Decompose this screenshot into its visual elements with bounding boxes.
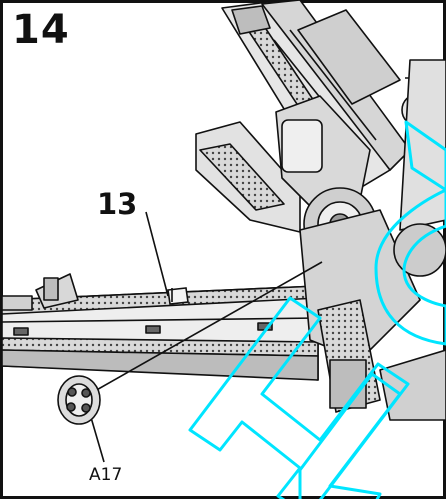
part-a17 (57, 375, 101, 425)
callout-label-13: 13 (97, 187, 138, 221)
callout-label-a17: A17 (89, 465, 123, 485)
part-13 (167, 287, 189, 305)
leader-line-13 (145, 211, 169, 297)
step-number: 14 (12, 7, 70, 53)
cradle-assembly (195, 59, 446, 421)
leader-line-a17 (85, 261, 323, 397)
trail-beam (1, 273, 319, 381)
leader-line-a17-label (89, 413, 105, 463)
watermark (188, 120, 446, 499)
